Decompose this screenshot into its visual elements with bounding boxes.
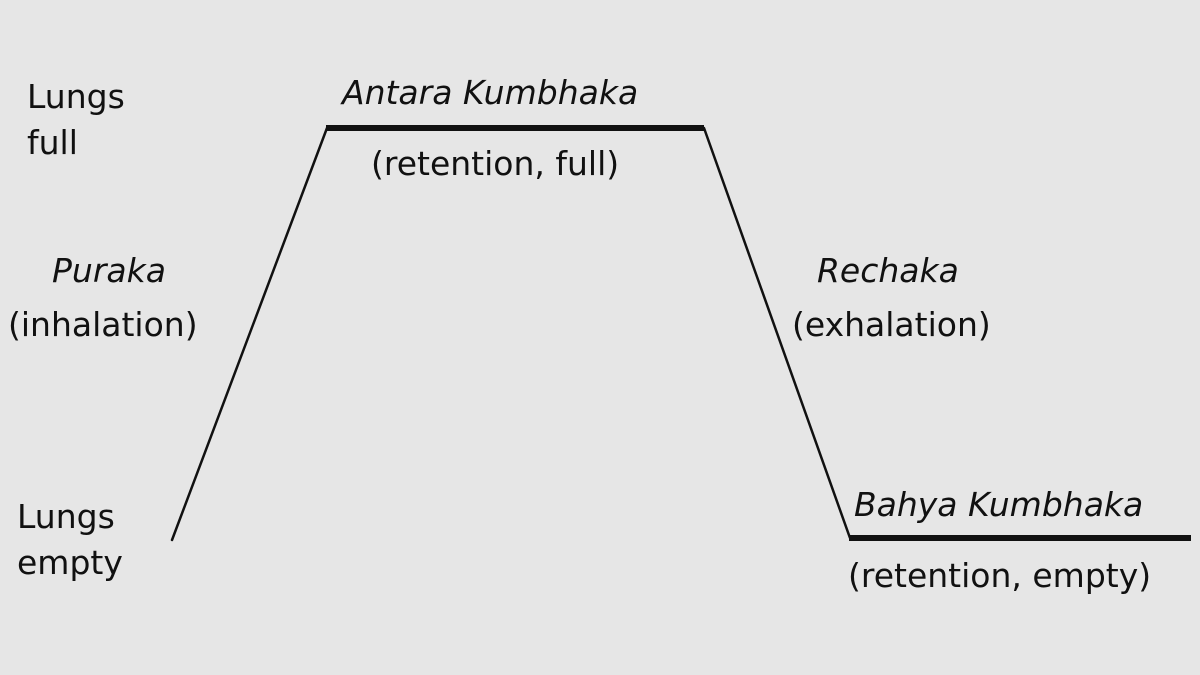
lungs-full-label-line2: full: [27, 123, 78, 162]
rechaka-label: Rechaka: [817, 251, 959, 290]
lungs-empty-label-line2: empty: [17, 543, 123, 582]
bahya-kumbhaka-label: Bahya Kumbhaka: [854, 485, 1144, 524]
lungs-empty-label-line1: Lungs: [17, 497, 115, 536]
exhalation-line: [702, 126, 852, 540]
antara-kumbhaka-description: (retention, full): [371, 144, 620, 183]
lungs-full-label-line1: Lungs: [27, 77, 125, 116]
bahya-kumbhaka-description: (retention, empty): [848, 556, 1152, 595]
lungs-empty-label: Lungs empty: [17, 494, 123, 586]
puraka-label: Puraka: [52, 251, 166, 290]
antara-kumbhaka-label: Antara Kumbhaka: [342, 73, 639, 112]
puraka-description: (inhalation): [8, 305, 198, 344]
inhalation-line: [170, 126, 329, 542]
rechaka-description: (exhalation): [792, 305, 991, 344]
lungs-full-label: Lungs full: [27, 74, 125, 166]
